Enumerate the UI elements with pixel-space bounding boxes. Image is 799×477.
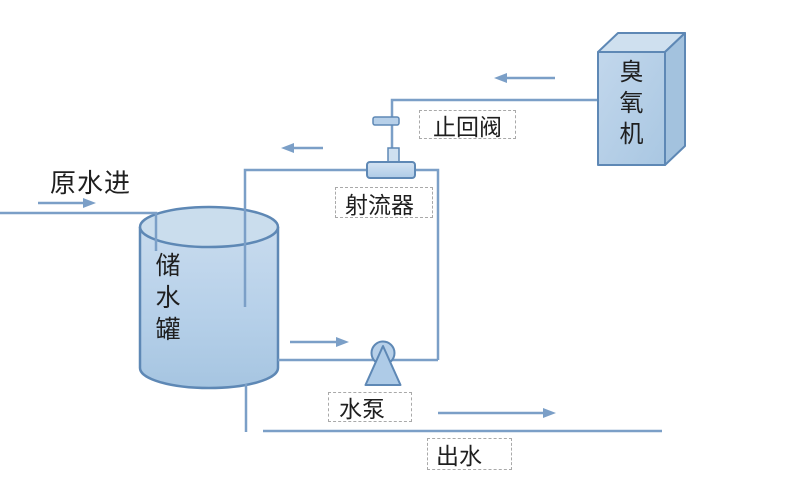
water-pump-shape [364, 340, 402, 386]
storage-tank-label: 储 水 罐 [155, 252, 181, 344]
check-valve-bar [372, 116, 400, 126]
raw-water-in-label: 原水进 [50, 168, 132, 198]
ozone-box-side [664, 32, 686, 166]
ejector-label: 射流器 [335, 187, 433, 218]
tank-top-ellipse [138, 205, 280, 249]
outlet-arrow-icon [438, 408, 556, 418]
ozone-feed-arrow-icon [494, 73, 555, 83]
ozone-machine-shape [597, 32, 686, 166]
ozone-machine-label: 臭 氧 机 [619, 59, 644, 148]
tank-body [138, 227, 280, 390]
pump-triangle [364, 345, 402, 386]
flow-arrows [38, 73, 556, 418]
pipe-ejector-to-tank [243, 168, 367, 307]
pipe-ejector-to-pump-riser [414, 168, 440, 360]
check-valve-label: 止回阀 [419, 110, 516, 140]
pipes [0, 98, 662, 433]
ejector-shape [366, 147, 416, 179]
pipe-ozone-to-ejector [390, 98, 598, 162]
loop-return-arrow-icon [281, 143, 323, 153]
ejector-body [366, 161, 416, 179]
ejector-stem [387, 147, 400, 164]
inlet-arrow-icon [38, 198, 96, 208]
water-out-label: 出水 [427, 438, 512, 470]
storage-tank-shape [138, 205, 280, 390]
check-valve-shape [372, 116, 400, 126]
ozone-box-front [597, 51, 666, 166]
pump-suction-arrow-icon [290, 337, 349, 347]
pipe-raw-water-inlet [0, 211, 158, 251]
water-pump-label: 水泵 [328, 392, 412, 422]
